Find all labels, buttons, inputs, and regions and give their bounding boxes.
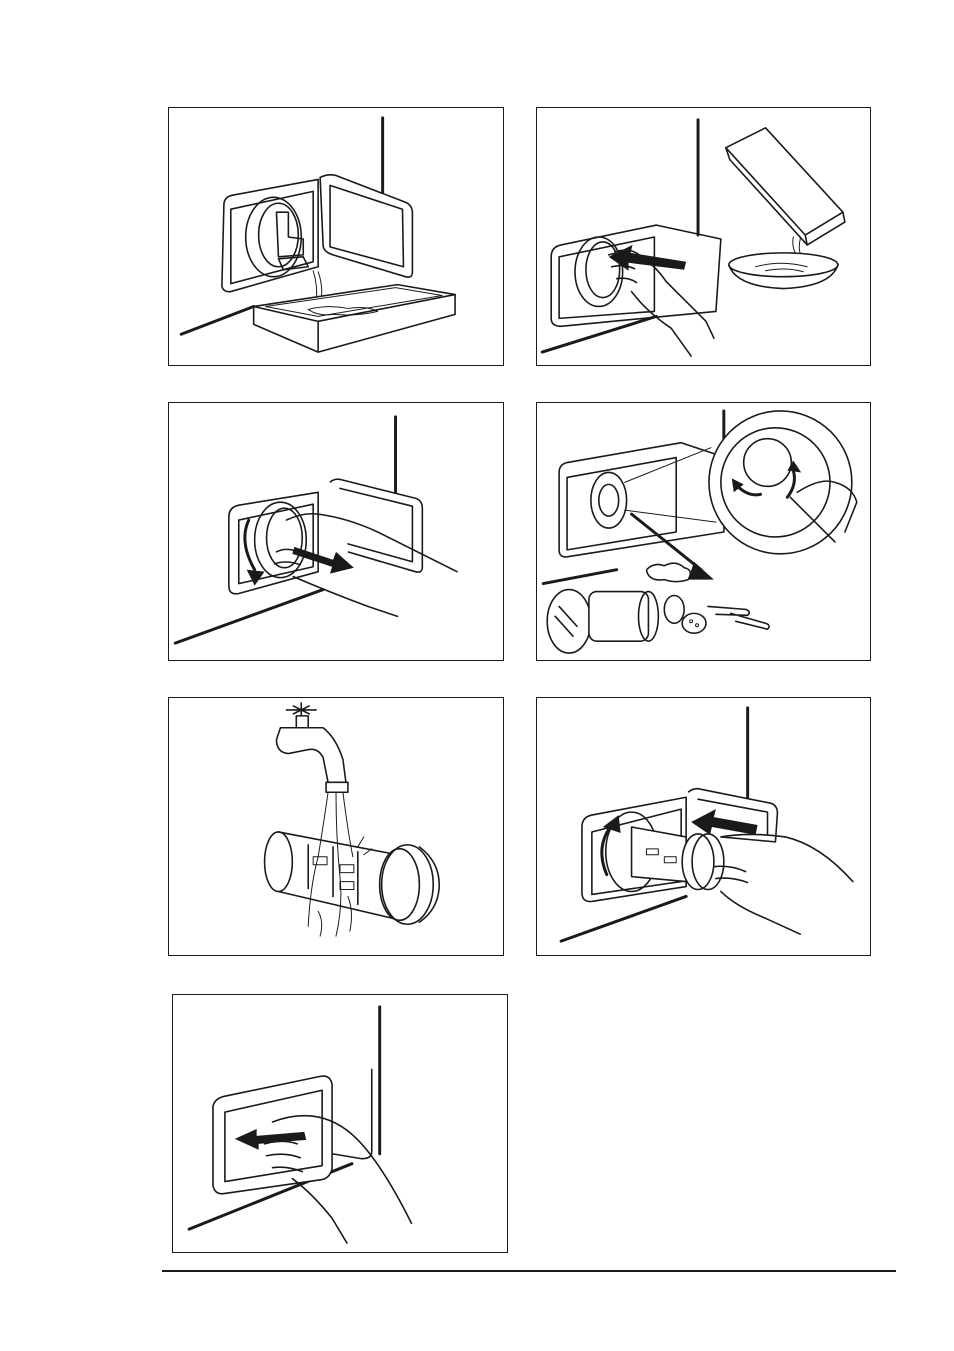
- figure-empty-tray-into-bowl: [536, 107, 871, 366]
- remove-debris-from-filter-icon: [537, 403, 870, 660]
- footer-rule: [162, 1270, 896, 1272]
- rinse-filter-under-tap-icon: [169, 698, 503, 955]
- figure-remove-debris-from-filter: [536, 402, 871, 661]
- figure-close-flap: [172, 994, 508, 1253]
- figure-reinsert-filter: [536, 697, 871, 956]
- figure-drain-water-into-tray: [168, 107, 504, 366]
- figure-unscrew-filter: [168, 402, 504, 661]
- close-flap-icon: [173, 995, 507, 1252]
- empty-tray-into-bowl-icon: [537, 108, 870, 365]
- figure-rinse-filter-under-tap: [168, 697, 504, 956]
- drain-water-into-tray-icon: [169, 108, 503, 365]
- reinsert-filter-icon: [537, 698, 870, 955]
- unscrew-filter-icon: [169, 403, 503, 660]
